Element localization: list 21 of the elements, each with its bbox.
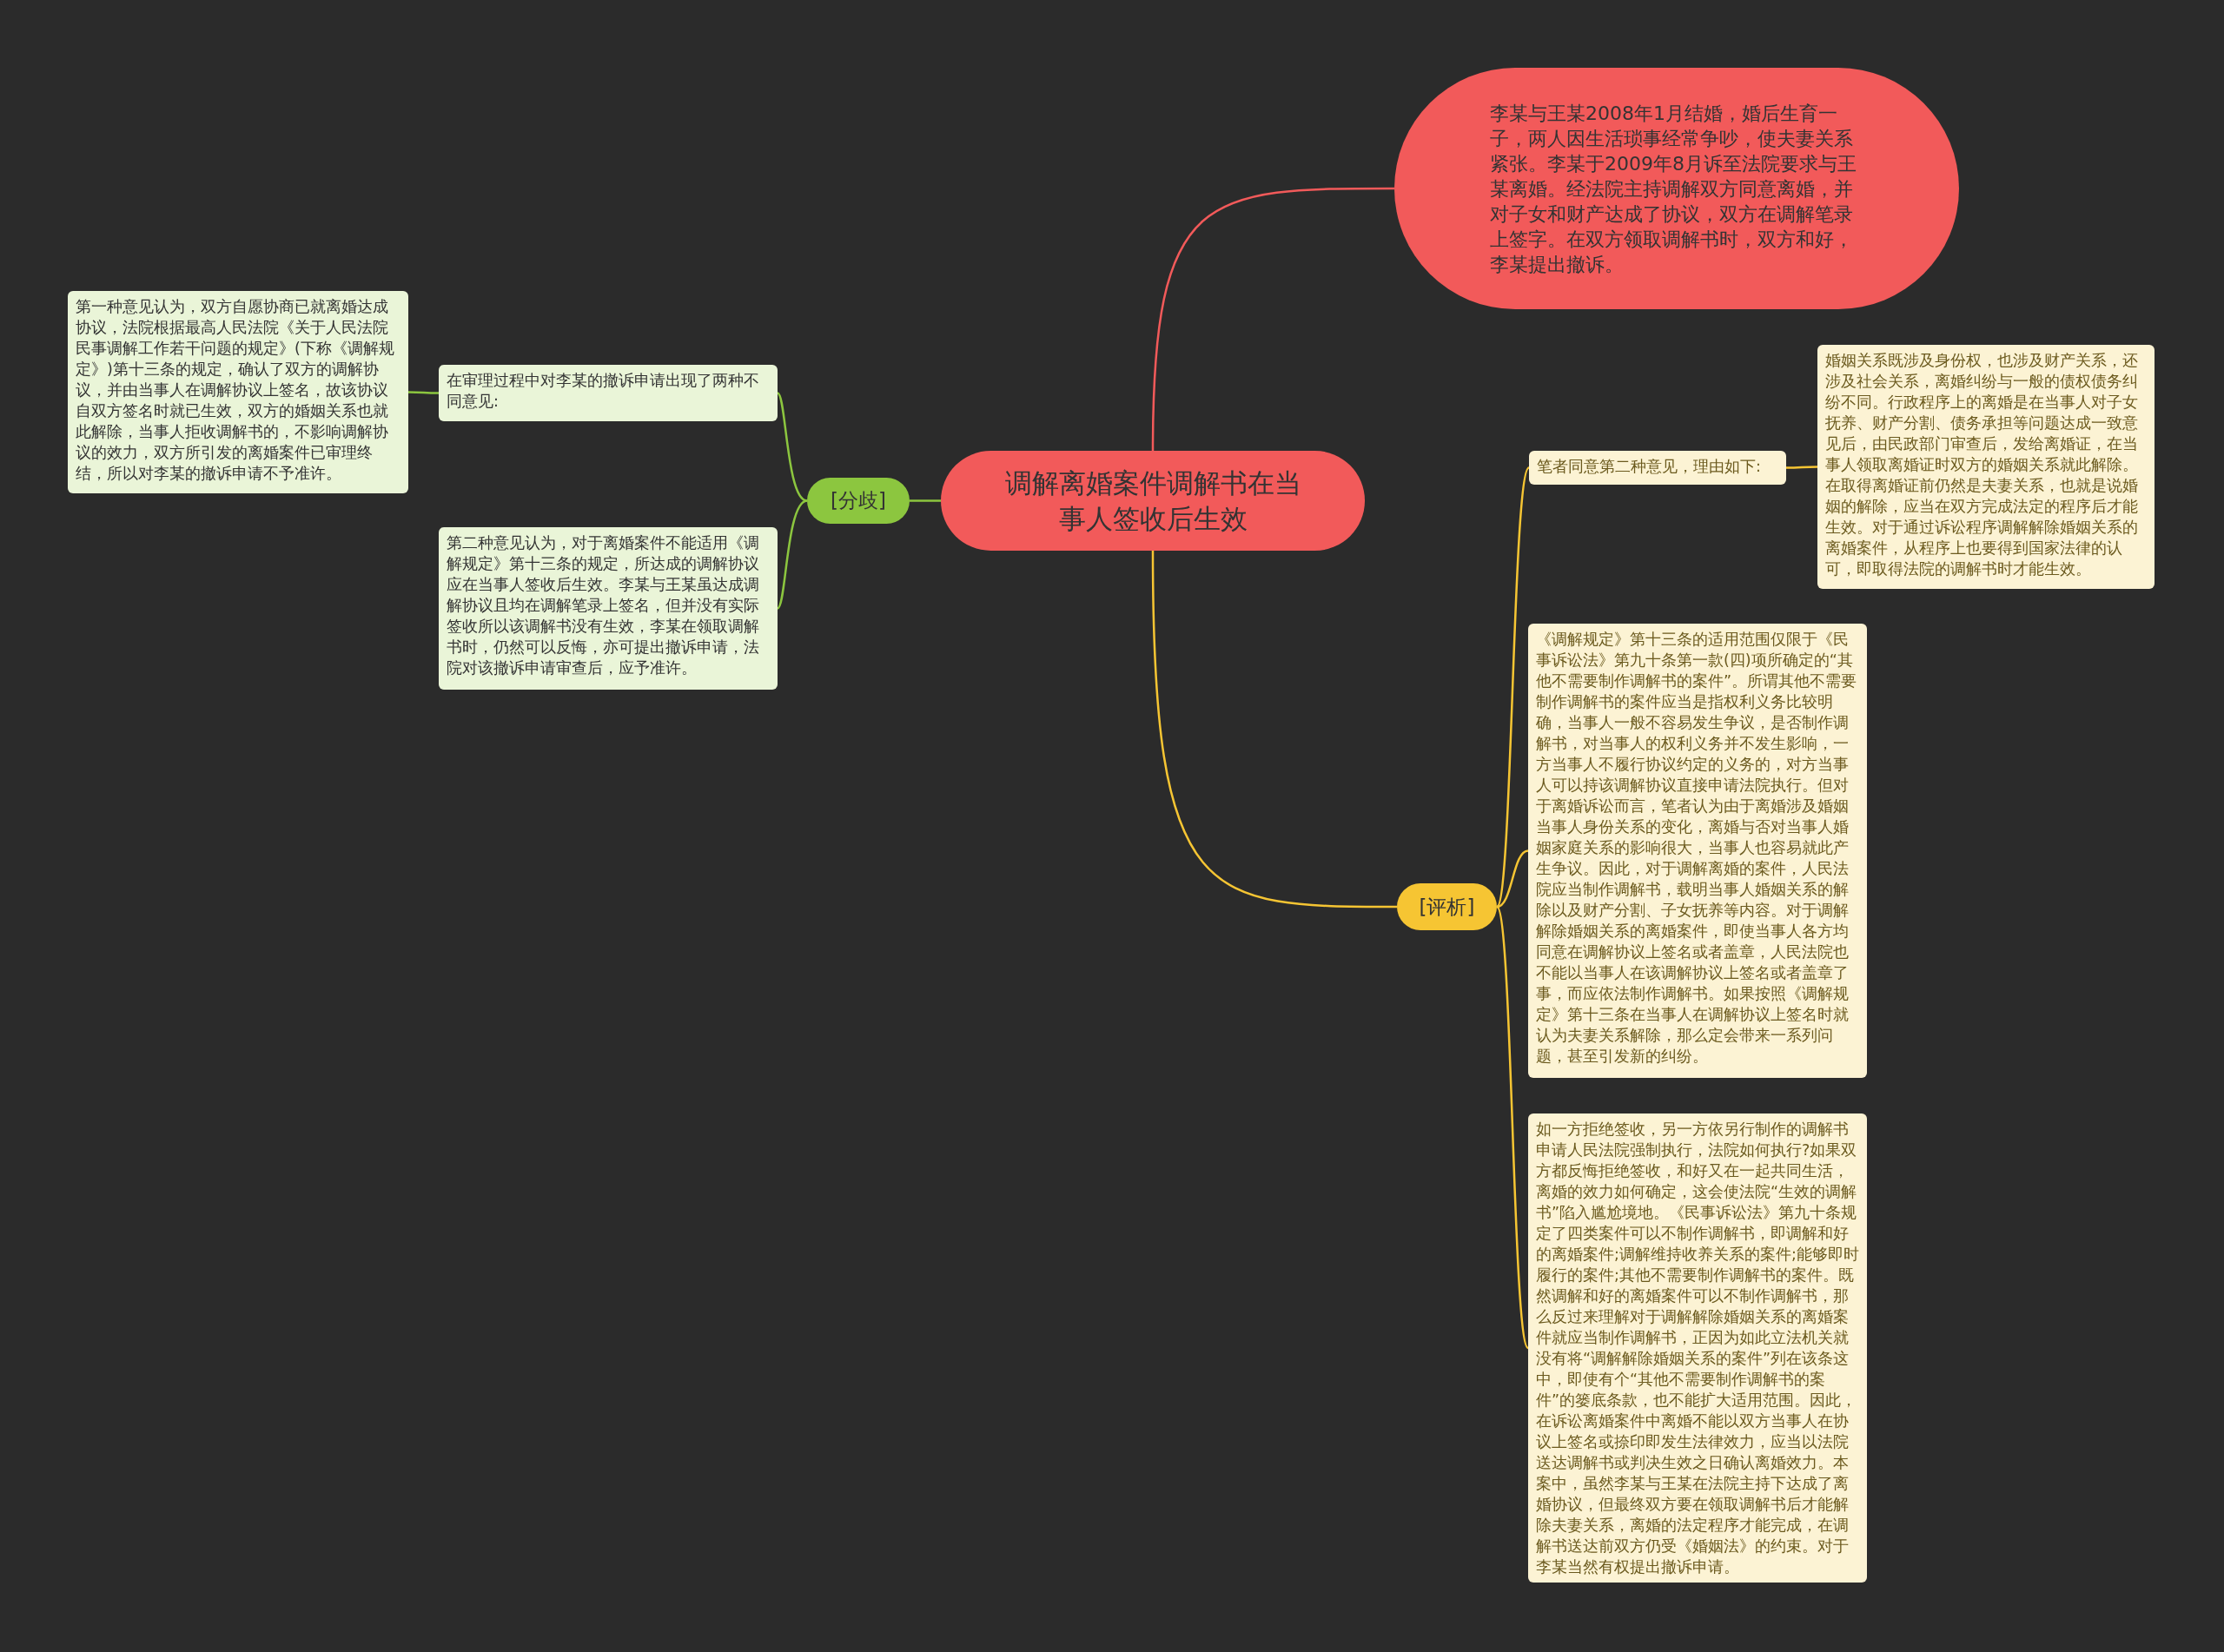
connector-line <box>1151 551 1397 909</box>
connector-line <box>777 499 808 610</box>
note-card: 第二种意见认为，对于离婚案件不能适用《调解规定》第十三条的规定，所达成的调解协议应在当事人签收后生效。李某与王某虽达成调解协议且均在调解笔录上签名，但并没有实际签收所以该调解书没有生效，李某在领取调解书时，仍然可以反悔，亦可提出撤诉申请，法院对该撤诉申请审查后，应予准许。 <box>439 527 778 690</box>
connector-line <box>777 392 808 502</box>
connector-line <box>1786 466 1817 469</box>
connector-line <box>1495 906 1530 1349</box>
connector-line <box>1496 849 1529 909</box>
connector-line <box>1495 467 1531 908</box>
note-card: 如一方拒绝签收，另一方依另行制作的调解书申请人民法院强制执行，法院如何执行?如果双方都反悔拒绝签收，和好又在一起共同生活，离婚的效力如何确定，这会使法院“生效的调解书”陷入尴尬境地。《民事诉讼法》第九十条规定了四类案件可以不制作调解书，即调解和好的离婚案件;调解维持收养关系的案件;能够即时履行的案件;其他不需要制作调解书的案件。既然调解和好的离婚案件可以不制作调解书，那么反过来理解对于调解解除婚姻关系的离婚案件就应当制作调解书，正因为如此立法机关就没有将“调解解除婚姻关系的案件”列在该条这中，即使有个“其他不需要制作调解书的案件”的篓底条款，也不能扩大适用范围。因此，在诉讼离婚案件中离婚不能以双方当事人在协议上签名或捺印即发生法律效力，应当以法院送达调解书或判决生效之日确认离婚效力。本案中，虽然李某与王某在法院主持下达成了离婚协议，但最终双方要在领取调解书后才能解除夫妻关系，离婚的法定程序才能完成，在调解书送达前双方仍受《婚姻法》的约束。对于李某当然有权提出撤诉申请。 <box>1528 1113 1867 1583</box>
note-card: 婚姻关系既涉及身份权，也涉及财产关系，还涉及社会关系，离婚纠纷与一般的债权债务纠纷不同。行政程序上的离婚是在当事人对子女抚养、财产分割、债务承担等问题达成一致意见后，由民政部门审查后，发给离婚证，在当事人领取离婚证时双方的婚姻关系就此解除。在取得离婚证前仍然是夫妻关系，也就是说婚姻的解除，应当在双方完成法定的程序后才能生效。对于通过诉讼程序调解解除婚姻关系的离婚案件，从程序上也要得到国家法律的认可，即取得法院的调解书时才能生效。 <box>1817 345 2154 589</box>
note-card: 笔者同意第二种意见，理由如下: <box>1529 451 1786 485</box>
note-card: 《调解规定》第十三条的适用范围仅限于《民事诉讼法》第九十条第一款(四)项所确定的“其他不需要制作调解书的案件”。所谓其他不需要制作调解书的案件应当是指权利义务比较明确，当事人一般不容易发生争议，是否制作调解书，对当事人的权利义务并不发生影响，一方当事人不履行协议约定的义务的，对方当事人可以持该调解协议直接申请法院执行。但对于离婚诉讼而言，笔者认为由于离婚涉及婚姻当事人身份关系的变化，离婚与否对当事人婚姻家庭关系的影响很大，当事人也容易就此产生争议。因此，对于调解离婚的案件，人民法院应当制作调解书，载明当事人婚姻关系的解除以及财产分割、子女抚养等内容。对于调解解除婚姻关系的离婚案件，即使当事人各方均同意在调解协议上签名或者盖章，人民法院也不能以当事人在该调解协议上签名或者盖章了事，而应依法制作调解书。如果按照《调解规定》第十三条在当事人在调解协议上签名时就认为夫妻关系解除，那么定会带来一系列问题，甚至引发新的纠纷。 <box>1528 624 1867 1078</box>
note-card: 在审理过程中对李某的撤诉申请出现了两种不同意见: <box>439 365 778 421</box>
branch-tag: [分歧] <box>807 478 910 524</box>
central-topic: 调解离婚案件调解书在当事人签收后生效 <box>941 451 1365 551</box>
story-bubble: 李某与王某2008年1月结婚，婚后生育一子，两人因生活琐事经常争吵，使夫妻关系紧张。李某于2009年8月诉至法院要求与王某离婚。经法院主持调解双方同意离婚，并对子女和财产达成了协议，双方在调解笔录上签字。在双方领取调解书时，双方和好，李某提出撤诉。 <box>1394 68 1959 309</box>
connector-line <box>1151 187 1394 452</box>
branch-tag: [评析] <box>1397 883 1497 930</box>
note-card: 第一种意见认为，双方自愿协商已就离婚达成协议，法院根据最高人民法院《关于人民法院民事调解工作若干问题的规定》(下称《调解规定》)第十三条的规定，确认了双方的调解协议，并由当事人在调解协议上签名，故该协议自双方签名时就已生效，双方的婚姻关系也就此解除，当事人拒收调解书的，不影响调解协议的效力，双方所引发的离婚案件已审理终结，所以对李某的撤诉申请不予准许。 <box>68 291 408 493</box>
connector-line <box>408 391 439 394</box>
connector-line <box>910 499 941 502</box>
